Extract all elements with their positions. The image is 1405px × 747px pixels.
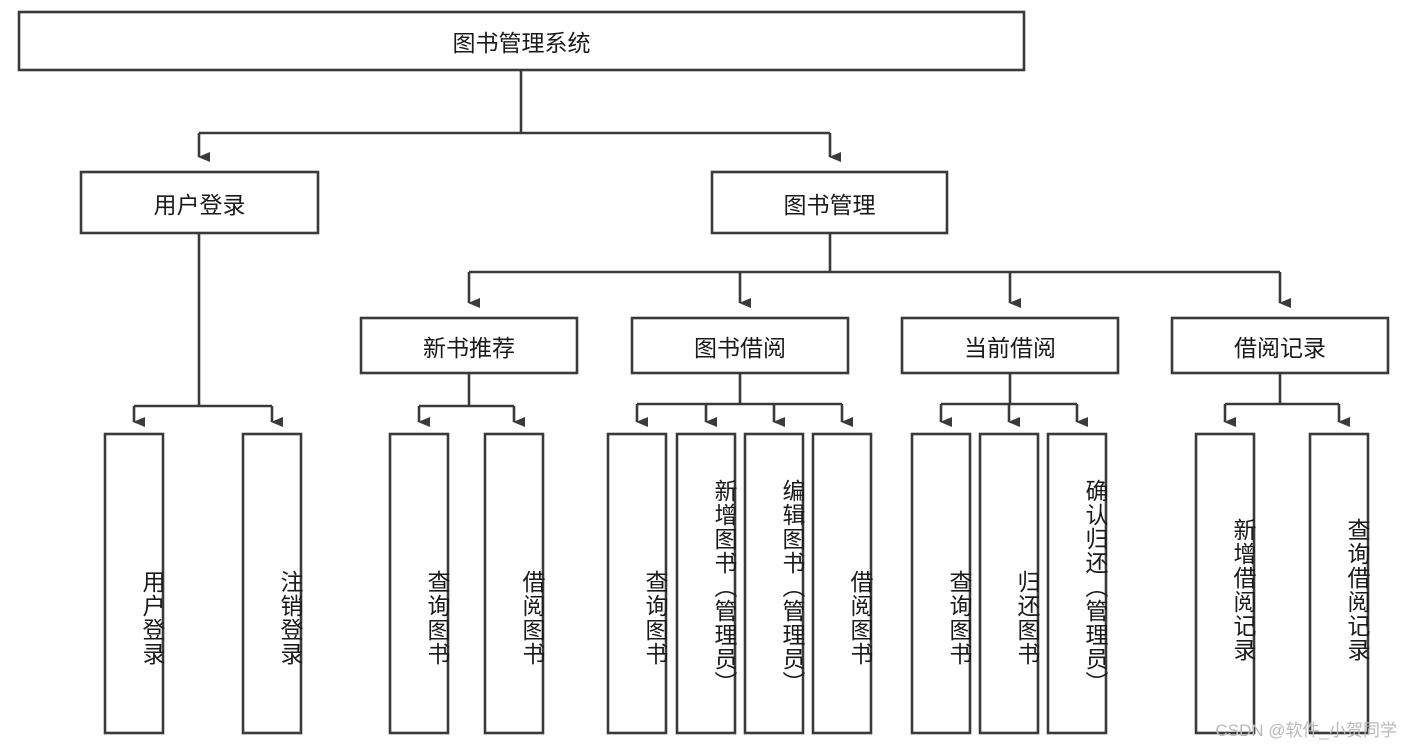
leaf-box-add-book-admin[interactable] bbox=[675, 432, 737, 735]
node-user-login-box[interactable] bbox=[79, 170, 320, 235]
node-user-login[interactable] bbox=[79, 170, 320, 235]
connector-root-to-level1 bbox=[197, 70, 841, 162]
connector-newbook-to-leaves bbox=[417, 373, 525, 427]
connector-bookmgmt-to-level2 bbox=[467, 233, 1291, 308]
leaf-box-add-borrow-record[interactable] bbox=[1194, 432, 1256, 735]
leaf-box-query-book-borrow[interactable] bbox=[606, 432, 668, 735]
connector-bookborrow-to-leaves bbox=[635, 373, 853, 427]
leaf-box-query-borrow-record[interactable] bbox=[1308, 432, 1370, 735]
node-new-book-recommend-box[interactable] bbox=[359, 316, 579, 375]
leaf-box-borrow-book-recommend[interactable] bbox=[483, 432, 545, 735]
leaf-box-borrow-book[interactable] bbox=[811, 432, 873, 735]
node-root[interactable] bbox=[17, 10, 1026, 72]
leaf-box-edit-book-admin[interactable] bbox=[743, 432, 805, 735]
leaf-box-logout[interactable] bbox=[241, 432, 303, 735]
leaf-box-confirm-return-admin[interactable] bbox=[1046, 432, 1108, 735]
connector-userlogin-to-leaves bbox=[132, 233, 283, 427]
leaf-box-query-book-current[interactable] bbox=[910, 432, 972, 735]
node-borrow-record-box[interactable] bbox=[1170, 316, 1390, 375]
node-book-borrow-box[interactable] bbox=[630, 316, 850, 375]
node-book-management[interactable] bbox=[710, 170, 949, 235]
node-current-borrow-box[interactable] bbox=[900, 316, 1120, 375]
connector-currentborrow-to-leaves bbox=[939, 373, 1088, 427]
node-root-box[interactable] bbox=[17, 10, 1026, 72]
leaf-box-user-login[interactable] bbox=[103, 432, 165, 735]
connector-borrowrecord-to-leaves bbox=[1223, 373, 1350, 427]
node-book-management-box[interactable] bbox=[710, 170, 949, 235]
leaf-box-query-book-recommend[interactable] bbox=[388, 432, 450, 735]
leaf-box-return-book[interactable] bbox=[978, 432, 1040, 735]
